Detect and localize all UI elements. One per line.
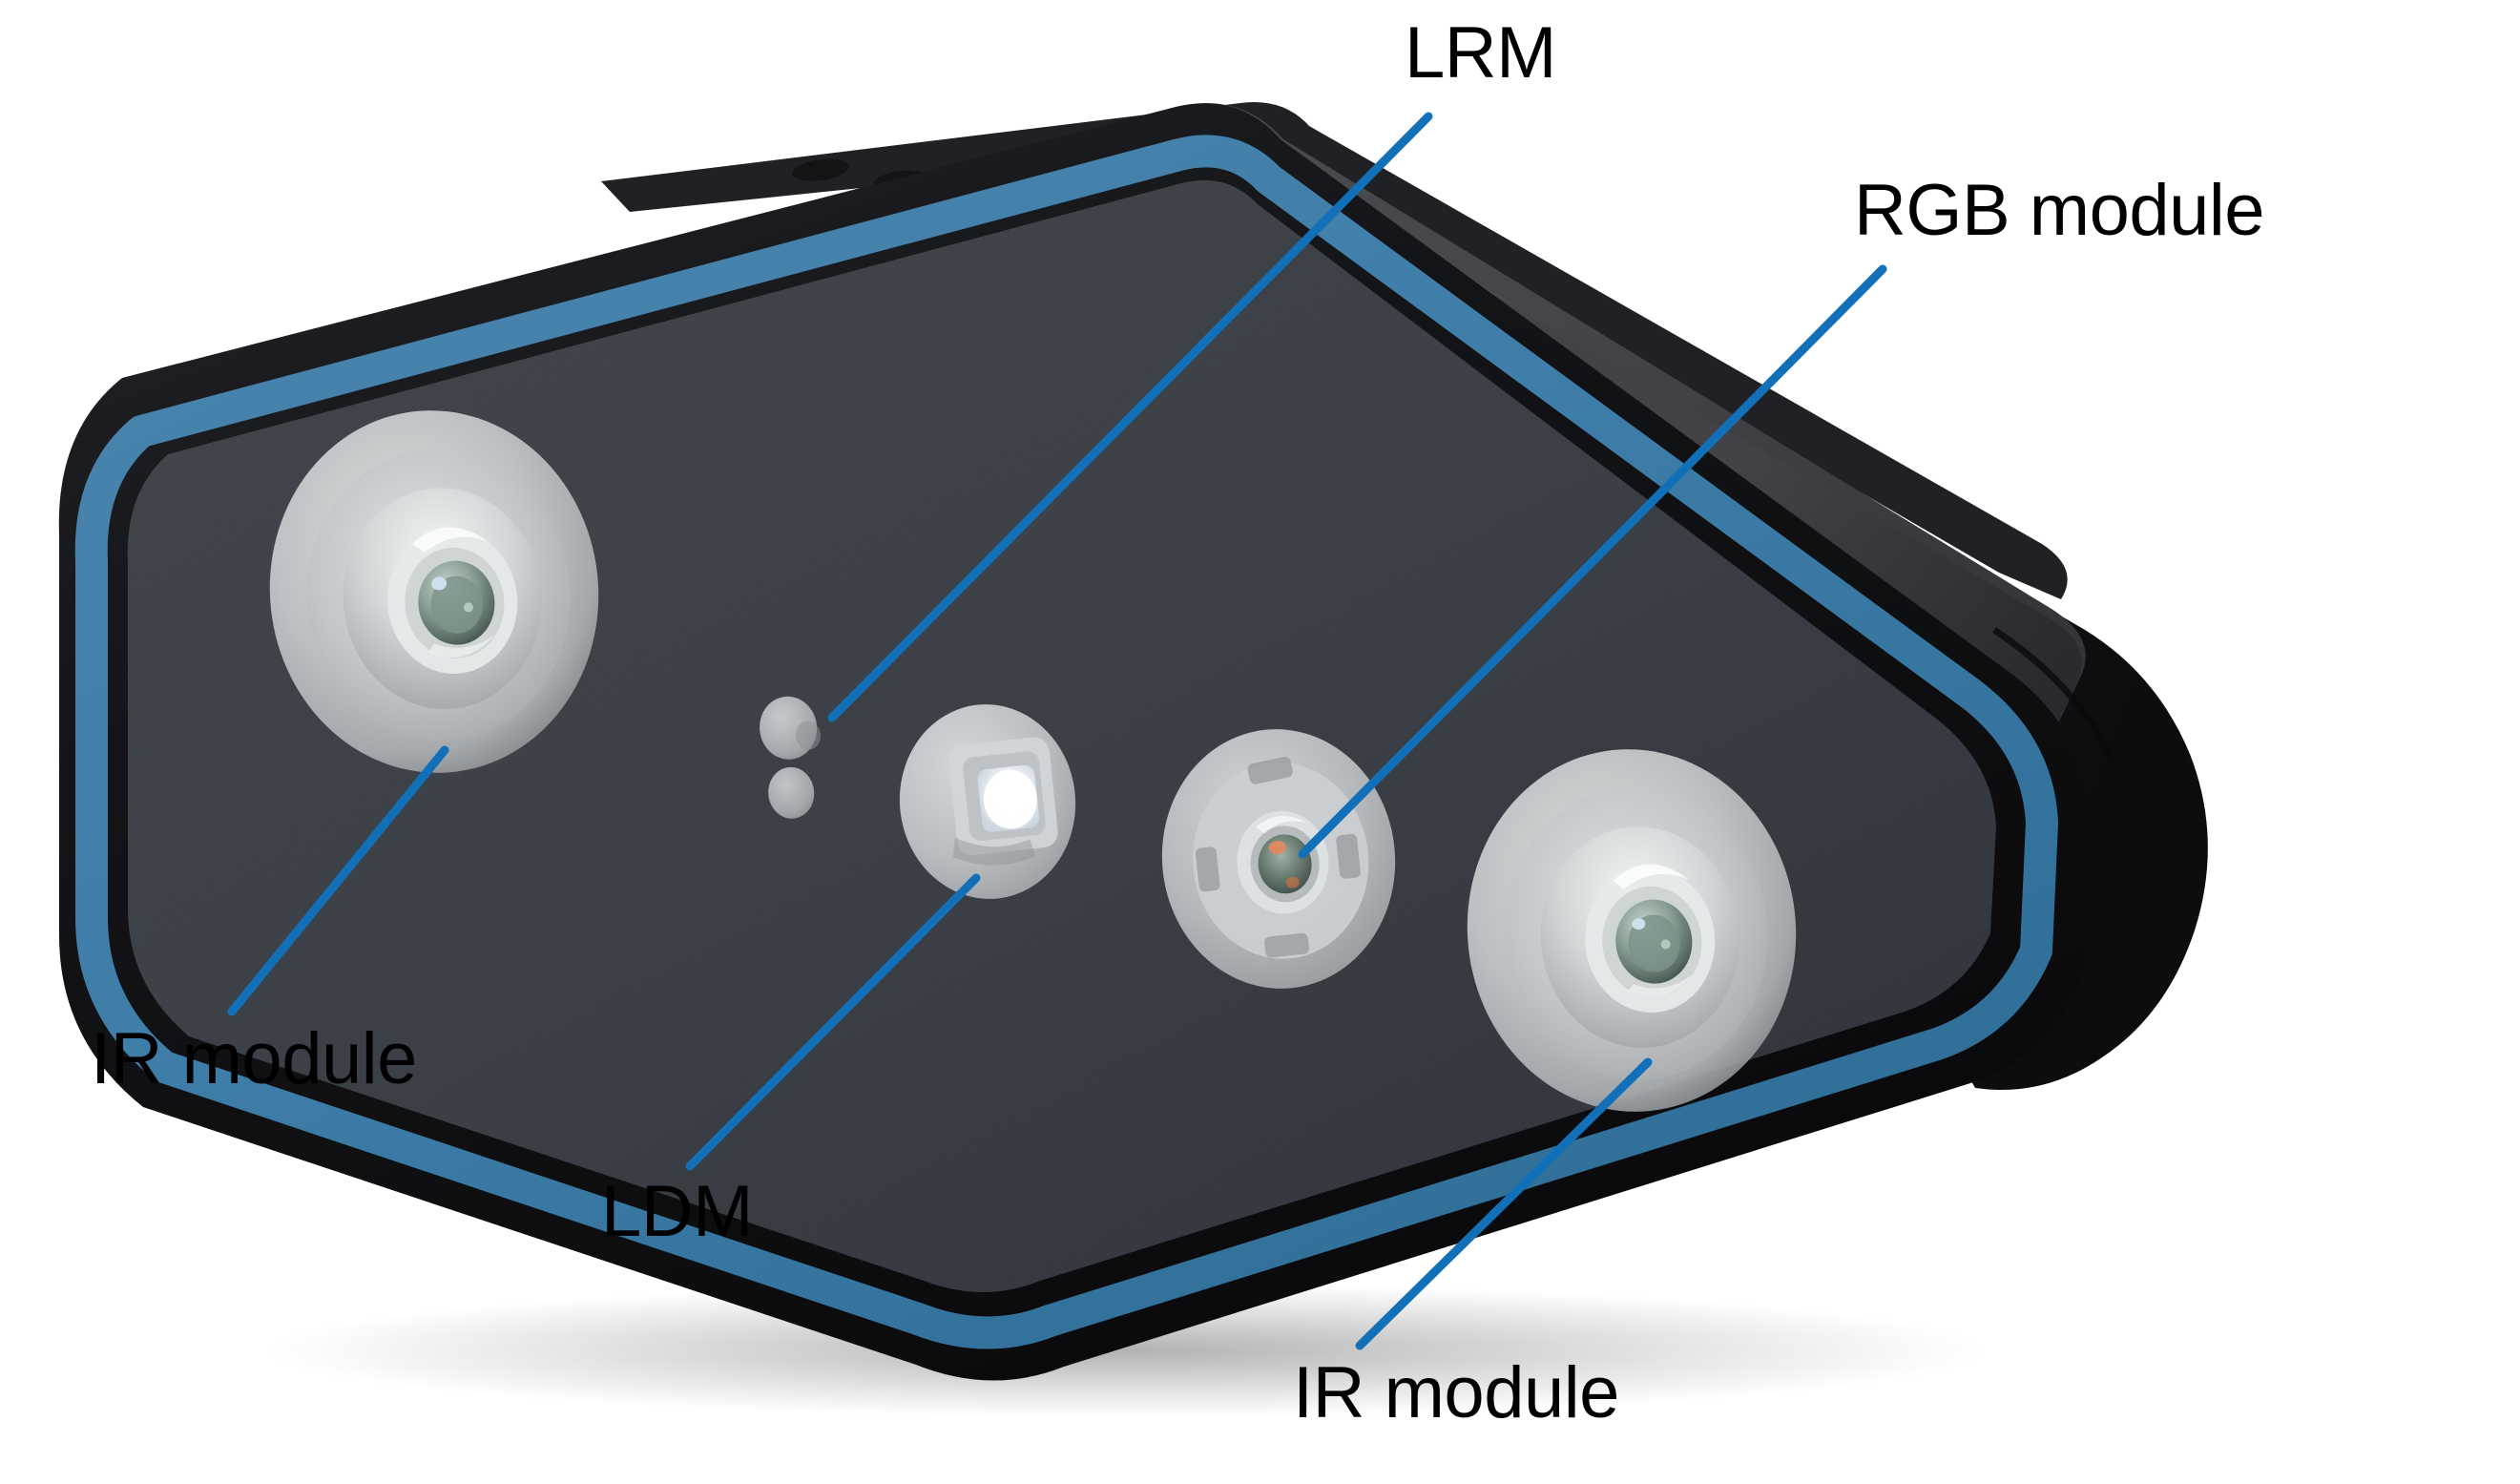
ir-right-barrel-highlight-low	[1628, 973, 1695, 997]
ldm-bezel-shadow	[952, 837, 1036, 866]
leader-line-ir-right	[1355, 1057, 1653, 1350]
ir-left-spec-1	[431, 576, 448, 591]
rgb-retainer-notches	[1195, 756, 1361, 958]
callout-label-ir-module-left: IR module	[91, 1018, 417, 1099]
leader-line-ir-left	[227, 745, 449, 1016]
device-body	[58, 102, 2208, 1381]
ldm-emitter-glow	[983, 769, 1037, 829]
rgb-module	[1161, 729, 1396, 989]
lrm-module	[760, 696, 822, 819]
rgb-barrel-highlight	[1256, 815, 1308, 834]
leader-lines	[227, 112, 1887, 1350]
cap-seam	[1992, 627, 2117, 765]
callout-label-lrm: LRM	[1405, 12, 1556, 94]
ir-right-barrel-highlight	[1613, 864, 1690, 889]
rgb-lens-flare	[1268, 841, 1286, 855]
ir-right-spec-1	[1632, 918, 1646, 930]
callout-label-rgb-module: RGB module	[1854, 170, 2265, 251]
rgb-lens-flare-low	[1285, 876, 1300, 888]
ir-module-right	[1467, 749, 1797, 1112]
ir-left-barrel-highlight	[411, 527, 489, 553]
callout-label-ldm: LDM	[601, 1171, 753, 1252]
blue-trim-ring	[74, 135, 2058, 1349]
callout-label-ir-module-right: IR module	[1293, 1352, 1619, 1433]
cap-latch-notch	[2143, 725, 2185, 783]
ir-left-spec-2	[463, 602, 473, 613]
ir-module-left	[269, 410, 599, 773]
ir-left-glass-core	[430, 575, 483, 634]
lrm-dot-upper-notch	[796, 721, 822, 750]
ir-left-barrel-highlight-low	[428, 635, 495, 658]
ir-right-spec-2	[1660, 939, 1671, 950]
ldm-module	[899, 704, 1076, 899]
leader-line-rgb	[1298, 264, 1887, 859]
leader-line-lrm	[827, 112, 1433, 722]
leader-line-ldm	[685, 873, 981, 1171]
lrm-dot-lower	[768, 766, 815, 819]
drop-shadow	[267, 1284, 1985, 1417]
sensor-modules	[269, 410, 1797, 1112]
